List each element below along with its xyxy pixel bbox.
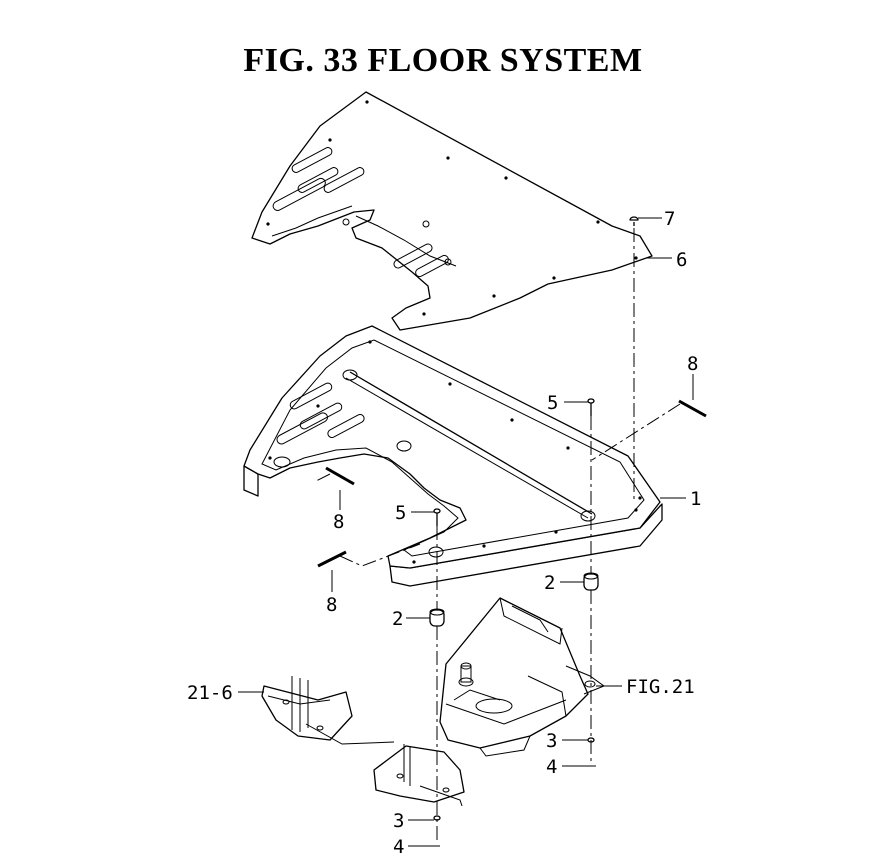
floor-pan-part [243, 325, 663, 587]
callout-3-left: 3 [393, 810, 404, 832]
callout-1: 1 [690, 488, 701, 510]
pin-part-8-right [678, 399, 707, 418]
assembly-center-lines [313, 228, 681, 842]
callout-2-left: 2 [392, 608, 403, 630]
callout-8-lower: 8 [326, 594, 337, 616]
figure-title: FIG. 33 FLOOR SYSTEM [243, 42, 643, 79]
leader-lines [238, 217, 694, 847]
mount-part-2-right [583, 572, 599, 591]
screw-part-7 [629, 216, 639, 226]
callout-3-right: 3 [546, 730, 557, 752]
callout-21-6: 21-6 [187, 682, 233, 704]
mount-part-2-left [429, 608, 445, 627]
callout-fig-21: FIG.21 [626, 676, 695, 698]
callout-8-right: 8 [687, 353, 698, 375]
frame-assembly [439, 597, 606, 757]
lower-plate [373, 744, 465, 807]
bolt-part-5-right [587, 398, 595, 416]
callout-4-right: 4 [546, 756, 557, 778]
callout-2-right: 2 [544, 572, 555, 594]
callout-5-right: 5 [547, 392, 558, 414]
bolt-part-5-left [433, 508, 441, 526]
pin-part-8-middle [325, 466, 355, 486]
callout-4-left: 4 [393, 836, 404, 858]
callout-8-middle: 8 [333, 511, 344, 533]
pin-part-8-lower [317, 550, 347, 568]
bracket-21-6 [261, 676, 395, 745]
callout-6: 6 [676, 249, 687, 271]
floor-mat-part [251, 91, 653, 331]
callout-7: 7 [664, 208, 675, 230]
callout-5-left: 5 [395, 502, 406, 524]
